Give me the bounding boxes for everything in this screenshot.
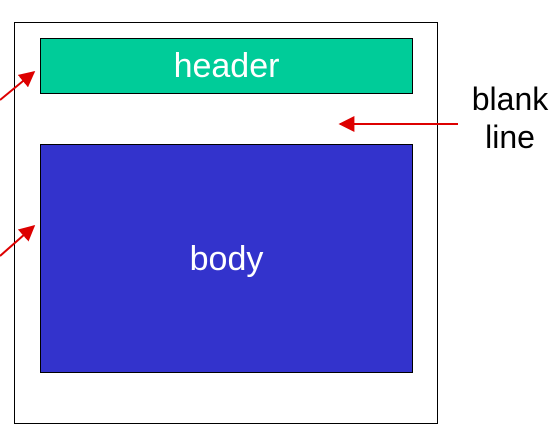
body-label: body xyxy=(189,239,264,278)
header-label: header xyxy=(173,47,280,85)
blank-line-label-line-1: blank xyxy=(471,81,549,117)
header-section: header xyxy=(40,38,413,94)
body-section: body xyxy=(40,144,413,373)
blank-line-label-line-2: line xyxy=(485,119,535,155)
blank-line-label: blank line xyxy=(462,80,558,156)
